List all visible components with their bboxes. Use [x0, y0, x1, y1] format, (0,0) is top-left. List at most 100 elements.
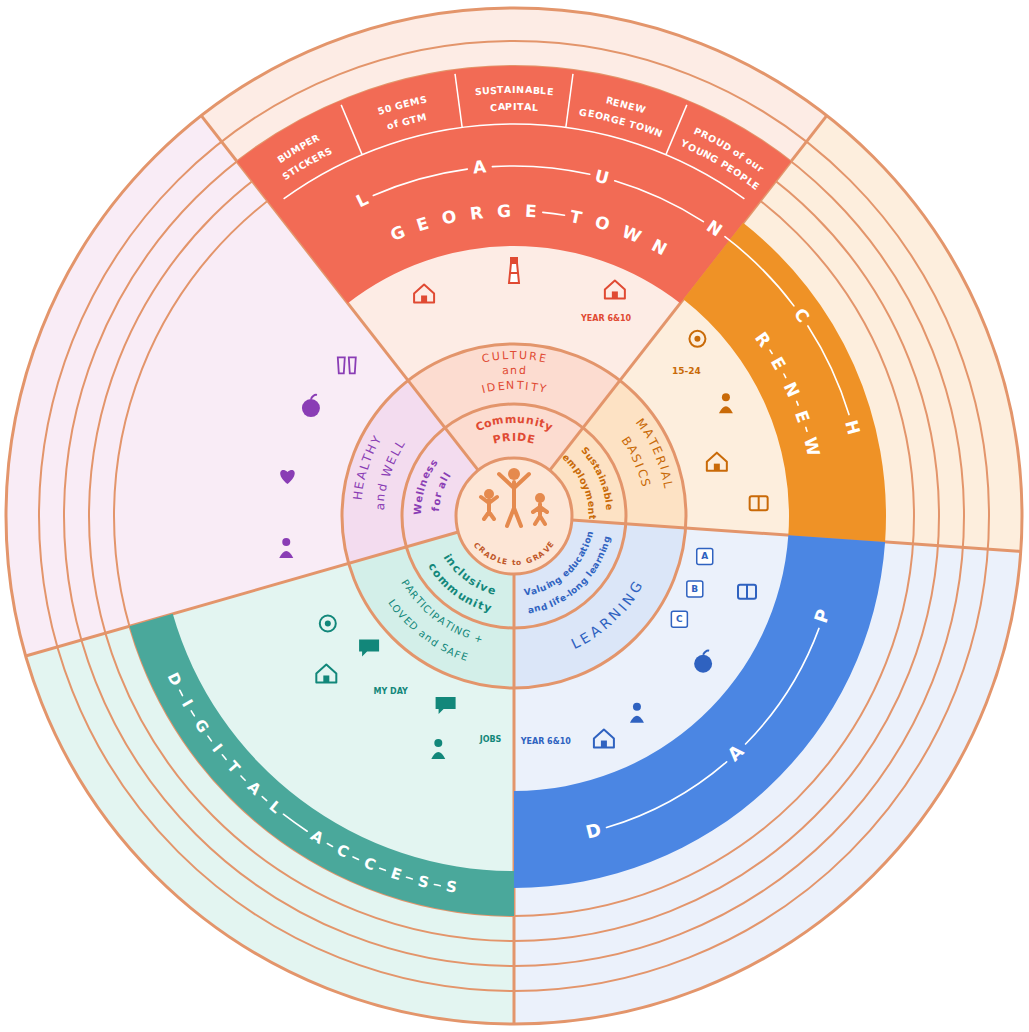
glyph: E	[546, 85, 553, 97]
outer-circle	[6, 8, 1022, 1024]
glyph: G	[190, 716, 212, 737]
glyph: N	[516, 84, 524, 96]
letter-dash	[770, 350, 772, 353]
segment-label: Valuing education and life-long learning	[520, 527, 615, 618]
letter-dash	[191, 711, 194, 716]
glyph: S	[490, 84, 497, 96]
icon	[431, 739, 445, 759]
glyph: R	[469, 202, 485, 225]
people-figures	[481, 468, 547, 526]
glyph: o	[430, 498, 444, 507]
glyph: I	[512, 84, 516, 96]
glyph: W	[412, 503, 425, 515]
sector-ground	[514, 516, 1021, 1024]
ring-icon	[689, 331, 705, 347]
segment-label: RENEW	[749, 326, 826, 461]
door	[714, 464, 720, 471]
theme-segment: PARTICIPATING + LOVED and SAFE	[384, 575, 487, 665]
glyph: a	[373, 503, 388, 511]
theme-segment: HEALTHY and WELL	[349, 431, 410, 517]
letter-block	[697, 549, 713, 565]
glyph: N	[779, 378, 804, 400]
letter-dash	[327, 844, 332, 847]
segment-label: inclusive community	[424, 548, 500, 617]
letter-dash	[434, 885, 440, 886]
glyph: A	[307, 826, 327, 848]
letter-dash	[808, 326, 849, 415]
glyph: D	[486, 380, 497, 395]
glyph: E	[415, 213, 432, 237]
glyph: U	[593, 165, 612, 189]
ring-segment: Community PRIDE	[471, 410, 558, 449]
apple-icon	[302, 399, 320, 417]
icon	[719, 393, 733, 413]
glyph: R	[502, 431, 512, 445]
glyph: W	[618, 221, 643, 248]
door	[601, 741, 607, 748]
body	[279, 551, 293, 558]
glyph: W	[798, 435, 823, 458]
theme-band	[130, 614, 515, 916]
icon	[594, 730, 614, 748]
icon	[279, 538, 293, 558]
glyph: N	[647, 235, 670, 260]
icon	[630, 703, 644, 723]
segment-label: LEARNING	[565, 577, 647, 655]
outer-ring	[39, 41, 989, 991]
ring-icon	[320, 616, 336, 632]
glyph: L	[531, 101, 538, 113]
body	[431, 752, 445, 759]
glyph: O	[440, 206, 459, 230]
glyph: P	[492, 432, 503, 447]
glyph: L	[540, 85, 547, 97]
glyph: A	[354, 470, 371, 482]
dot	[325, 621, 331, 627]
icon	[689, 331, 705, 347]
band-item: PROUD of our YOUNG PEOPLE	[677, 124, 768, 194]
glyph: I	[208, 740, 226, 756]
glyph: H	[350, 490, 366, 501]
body	[630, 716, 644, 723]
glyph: e	[603, 503, 615, 511]
glyph: E	[526, 432, 536, 447]
glyph: C	[360, 853, 377, 875]
theme-segment: LEARNING	[565, 577, 647, 655]
band-label: PAD	[579, 602, 837, 845]
house-icon	[594, 730, 614, 748]
glyph: T	[497, 84, 504, 96]
glyph: n	[586, 507, 598, 515]
band-label: DIGITAL ACCESS	[162, 667, 463, 900]
band-label: GEORGE TOWN	[384, 197, 672, 261]
segment-label: CRADLE to GRAVE	[471, 539, 557, 569]
letter-dash	[353, 857, 358, 860]
band-item: 50 GEMS of GTM	[374, 92, 432, 134]
outer-ring	[64, 66, 964, 966]
segment-label: BUMPER STICKERS	[273, 131, 336, 184]
glyph: C	[789, 305, 814, 327]
glyph: T	[568, 206, 584, 229]
glyph: A	[525, 84, 533, 96]
segment-label: RENEW GEORGE TOWN	[575, 93, 666, 141]
glyph: a	[501, 364, 509, 378]
glyph: u	[517, 413, 526, 427]
glyph: o	[516, 558, 522, 568]
glyph: I	[481, 382, 487, 396]
glyph: e	[585, 499, 598, 507]
ring-segment: Valuing education and life-long learning	[520, 527, 615, 618]
stripe	[510, 272, 518, 274]
item-divider	[455, 74, 462, 128]
apple-icon	[694, 655, 712, 673]
letter-dash	[797, 401, 798, 405]
letter-dash	[208, 736, 212, 741]
icon	[414, 284, 434, 302]
center-circle	[456, 458, 572, 574]
segment-label: Community PRIDE	[471, 410, 558, 449]
adult-head	[508, 468, 520, 480]
icon	[605, 280, 625, 298]
theme-band	[514, 535, 885, 888]
glyph: G	[579, 106, 589, 119]
door	[421, 295, 427, 302]
letter-dash	[180, 690, 183, 695]
